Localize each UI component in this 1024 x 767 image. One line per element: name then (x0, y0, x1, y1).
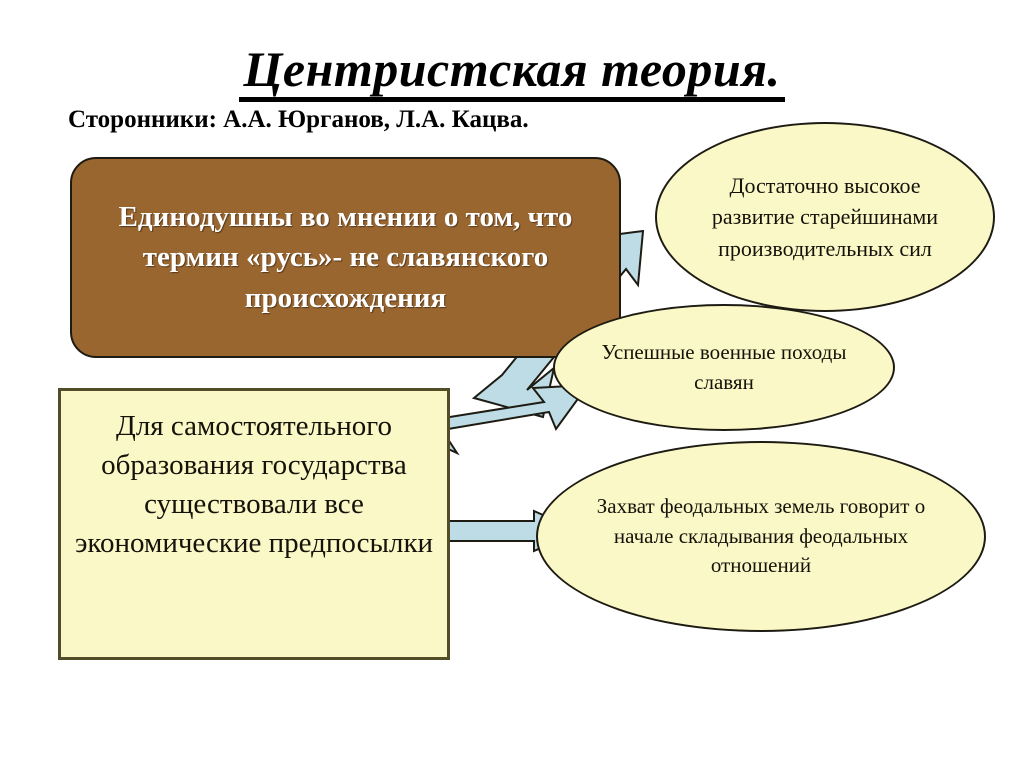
subtitle-supporters: Сторонники: А.А. Юрганов, Л.А. Кацва. (68, 106, 529, 133)
ellipse-military-campaigns: Успешные военные походы славян (553, 304, 895, 431)
statement-box-text: Единодушны во мнении о том, что термин «… (118, 200, 573, 314)
premise-box: Для самостоятельного образования государ… (58, 388, 450, 660)
ellipse-2-text: Успешные военные походы славян (601, 339, 847, 394)
ellipse-1-text: Достаточно высокое развитие старейшинами… (711, 173, 939, 261)
ellipse-productive-forces: Достаточно высокое развитие старейшинами… (655, 122, 995, 312)
ellipse-3-text: Захват феодальных земель говорит о начал… (596, 493, 926, 578)
statement-box: Единодушны во мнении о том, что термин «… (70, 157, 621, 358)
ellipse-feudal-relations: Захват феодальных земель говорит о начал… (536, 441, 986, 632)
title-block: Центристская теория. (0, 44, 1024, 102)
premise-box-text: Для самостоятельного образования государ… (74, 410, 434, 559)
page-title: Центристская теория. (239, 44, 785, 102)
